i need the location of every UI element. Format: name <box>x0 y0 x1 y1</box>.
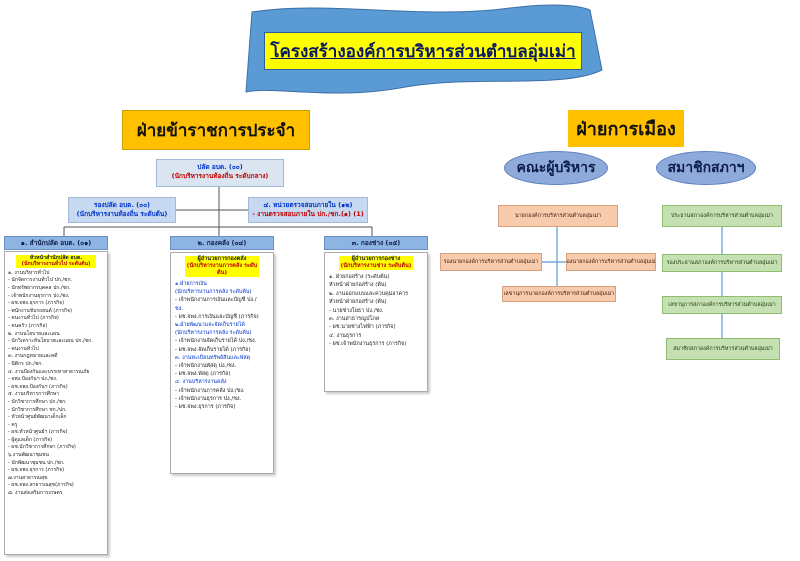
section-item: - เจ้าพนักงานการคลัง ปง./ชง. <box>175 387 245 394</box>
section-item: ๑. ฝ่ายก่อสร้าง (ระดับต้น) <box>329 274 390 280</box>
section-item: - คนครัว (ภารกิจ) <box>8 322 48 329</box>
section-item: ๔. งานบริหารงานคลัง <box>175 379 227 386</box>
section-item: - นายช่างโยธา ปง./ชง. <box>329 307 384 314</box>
secretary-box: เลขานุการนายกองค์การบริหารส่วนตำบลอุ่มเม… <box>502 286 616 302</box>
mayor-box: นายกองค์การบริหารส่วนตำบลอุ่มเม่า <box>498 205 618 227</box>
civil-service-heading: ฝ่ายข้าราชการประจำ <box>122 110 310 150</box>
section-item: ๔. งานธุรการ <box>329 332 362 339</box>
section-office-head: หัวหน้าสำนักปลัด อบต. (นักบริหารงานทั่วไ… <box>16 255 96 268</box>
section-item: - นักวิเคราะห์นโยบายและแผน ปก./ชก. <box>8 338 93 345</box>
section-item: ๕. งานบริหารการศึกษา <box>8 391 60 398</box>
section-item: ๓. งานทะเบียนทรัพย์สินและพัสดุ <box>175 354 251 361</box>
deputy-right-box: รองนายกองค์การบริหารส่วนตำบลอุ่มเม่า <box>566 253 656 271</box>
section-item: - นักวิชาการศึกษา ชก./ปก. <box>8 406 67 413</box>
section-item: - พนักงานขับรถยนต์ (ภารกิจ) <box>8 307 72 314</box>
section-engineering-card: ผู้อำนวยการกองช่าง (นักบริหารงานช่าง ระด… <box>324 252 428 392</box>
section-item: ๓. งานสาธารณูปโภค <box>329 316 380 323</box>
section-finance-header: ๒. กองคลัง (๐๔) <box>170 236 274 250</box>
section-item: - ผช.จพง.พัสดุ (ภารกิจ) <box>175 371 231 378</box>
section-engineering-head: ผู้อำนวยการกองช่าง (นักบริหารงานช่าง ระด… <box>339 256 413 270</box>
section-finance-head: ผู้อำนวยการกองคลัง (นักบริหารงานการคลัง … <box>185 256 259 277</box>
section-item: - คนงานทั่วไป <box>8 345 39 352</box>
council-pill: สมาชิกสภาฯ <box>656 151 756 185</box>
section-item: - ผช.นักวิชาการศึกษา (ภารกิจ) <box>8 444 76 451</box>
section-engineering-header: ๓. กองช่าง (๐๕) <box>324 236 428 250</box>
section-item: - ผช.จพง.จัดเก็บรายได้ (ภารกิจ) <box>175 346 251 353</box>
section-item: - นักวิชาการศึกษา ปก./ชก. <box>8 398 67 405</box>
section-item: - เจ้าพนักงานจัดเก็บรายได้ ปง./ชง. <box>175 338 257 345</box>
section-item: ๓. งานกฎหมายและคดี <box>8 353 58 360</box>
section-item: - ผช.จพง.ธุรการ (ภารกิจ) <box>8 300 65 307</box>
section-item: - ผช.จพง.การเงินและบัญชี (ภารกิจ) <box>175 313 259 320</box>
audit-title: ๔. หน่วยตรวจสอบภายใน (๑๒) <box>263 201 353 209</box>
section-item: หัวหน้าฝ่ายก่อสร้าง (ต้น) <box>329 282 387 289</box>
section-item: - นักทรัพยากรบุคคล ปก./ชก. <box>8 285 71 291</box>
section-item: ๗.งานสาธารณสุข <box>8 474 48 481</box>
section-item: - ผู้ดูแลเด็ก (ภารกิจ) <box>8 436 53 443</box>
section-item: ๘. งานส่งเสริมการเกษตร <box>8 490 63 497</box>
section-finance-list: ๑.ฝ่ายการเงิน (นักบริหารงานการคลัง ระดับต… <box>175 280 269 411</box>
section-item: - นิติกร ปก./ชก. <box>8 360 43 367</box>
section-item: ๒. งานนโยบายและแผน <box>8 330 60 337</box>
section-item: - ผช.จพง.ธุรการ (ภารกิจ) <box>8 467 65 474</box>
executive-pill: คณะผู้บริหาร <box>504 151 608 185</box>
section-item: - นักพัฒนาชุมชน ปก./ชก. <box>8 459 65 466</box>
palad-box: ปลัด อบต. (๐๐) (นักบริหารงานท้องถิ่น ระด… <box>156 159 284 187</box>
section-item: - ผช.จพง.สาธารณสุข(ภารกิจ) <box>8 482 74 489</box>
section-item: - ผช.ทั่วหน้าศูนย์ฯ (ภารกิจ) <box>8 429 68 436</box>
section-item: - เจ้าพนักงานการเงินและบัญชี ปง./ <box>175 297 257 304</box>
palad-title: ปลัด อบต. (๐๐) <box>197 163 243 171</box>
section-item: ชง. <box>175 305 184 312</box>
section-item: ๖.งานพัฒนาชุมชน <box>8 452 49 459</box>
council-vice-president-box: รองประธานสภาองค์การบริหารส่วนตำบลอุ่มเม่… <box>662 254 782 272</box>
section-office-card: หัวหน้าสำนักปลัด อบต. (นักบริหารงานทั่วไ… <box>4 251 108 555</box>
section-item: - ครู <box>8 421 18 428</box>
palad-subtitle: (นักบริหารงานท้องถิ่น ระดับกลาง) <box>171 172 269 180</box>
section-item: - ผช.จพง.ธุรการ (ภารกิจ) <box>175 404 236 411</box>
deputy-palad-box: รองปลัด อบต. (๐๐) (นักบริหารงานท้องถิ่น … <box>68 197 176 223</box>
section-item: ๒.ฝ่ายพัฒนาและจัดเก็บรายได้ <box>175 322 245 329</box>
section-item: - จพง.ป้องกันฯ ปง./ชง. <box>8 376 58 383</box>
council-secretary-box: เลขานุการสภาองค์การบริหารส่วนตำบลอุ่มเม่… <box>662 296 782 314</box>
section-item: (นักบริหารงานการคลัง ระดับต้น) <box>175 289 252 296</box>
council-member-box: สมาชิกสภาองค์การบริหารส่วนตำบลอุ่มเม่า <box>666 338 780 360</box>
page-title: โครงสร้างองค์การบริหารส่วนตำบลอุ่มเม่า <box>264 32 582 70</box>
section-item: - คนงานทั่วไป (ภารกิจ) <box>8 315 59 322</box>
section-item: หัวหน้าฝ่ายก่อสร้าง (ต้น) <box>329 299 387 306</box>
section-item: - หัวหน้าศูนย์พัฒนาเด็กเล็ก <box>8 414 67 421</box>
section-finance-card: ผู้อำนวยการกองคลัง (นักบริหารงานการคลัง … <box>170 252 274 474</box>
section-item: - ผช.จพง.ป้องกันฯ (ภารกิจ) <box>8 383 68 390</box>
section-item: - ผช.นายช่างไฟฟ้า (ภารกิจ) <box>329 324 396 331</box>
political-heading: ฝ่ายการเมือง <box>568 110 684 147</box>
deputy-left-box: รองนายกองค์การบริหารส่วนตำบลอุ่มเม่า <box>440 253 542 271</box>
section-item: (นักบริหารงานการคลัง ระดับต้น) <box>175 330 252 337</box>
section-item: - เจ้าพนักงานพัสดุ ปง./ชง. <box>175 363 237 370</box>
section-item: - เจ้าพนักงานธุรการ ปง./ชง. <box>8 292 70 299</box>
section-item: ๑.ฝ่ายการเงิน <box>175 281 207 287</box>
section-item: - เจ้าพนักงานธุรการ ปง./ชง. <box>175 395 242 402</box>
deputy-palad-title: รองปลัด อบต. (๐๐) <box>93 201 151 209</box>
section-item: - ผช.เจ้าพนักงานธุรการ (ภารกิจ) <box>329 341 407 348</box>
audit-box: ๔. หน่วยตรวจสอบภายใน (๑๒) - งานตรวจสอบภา… <box>248 197 368 223</box>
section-engineering-list: ๑. ฝ่ายก่อสร้าง (ระดับต้น) หัวหน้าฝ่ายก่… <box>329 273 423 349</box>
section-office-header: ๑. สำนักปลัด อบต. (๐๑) <box>4 236 108 250</box>
section-item: ๑. งานบริหารทั่วไป <box>8 269 50 276</box>
section-office-list: ๑. งานบริหารทั่วไป - นักจัดการงานทั่วไป … <box>8 270 104 498</box>
section-item: ๒. งานออกแบบและควบคุมอาคาร <box>329 290 409 297</box>
section-item: - นักจัดการงานทั่วไป ปก./ชก. <box>8 277 73 284</box>
council-president-box: ประธานสภาองค์การบริหารส่วนตำบลอุ่มเม่า <box>662 205 782 227</box>
section-item: ๔. งานป้องกันและบรรเทาสาธารณภัย <box>8 368 90 375</box>
audit-subtitle: - งานตรวจสอบภายใน ปก./ชก.(๑) (1) <box>252 210 364 218</box>
deputy-palad-subtitle: (นักบริหารงานท้องถิ่น ระดับต้น) <box>76 210 168 218</box>
